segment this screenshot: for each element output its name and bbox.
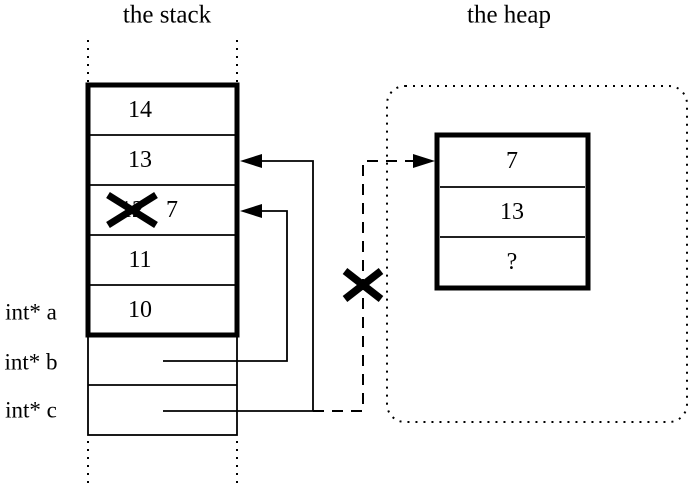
pointer-label-c: int* c — [5, 397, 57, 423]
stack-cell-value-1: 13 — [128, 147, 152, 173]
pointer-b-line — [163, 210, 288, 362]
stack-cell-new-value-2: 7 — [166, 197, 178, 223]
heap-cell-value-0: 7 — [506, 148, 518, 174]
stack-frame-box — [85, 82, 240, 338]
heap-cell-value-2: ? — [506, 249, 518, 275]
pointer-label-a: int* a — [5, 299, 57, 325]
stack-cell-value-3: 11 — [128, 247, 152, 273]
heap-title: the heap — [467, 1, 551, 29]
stack-title: the stack — [122, 1, 212, 29]
dangling-pointer-dashed-line — [313, 160, 414, 412]
dangling-pointer-arrowhead-right-icon — [413, 154, 435, 168]
heap-cell-value-1: 13 — [500, 199, 524, 225]
pointer-c-arrowhead-left-icon — [240, 154, 262, 168]
stack-cell-old-value-2: 12 — [120, 197, 144, 223]
pointer-cells-box — [87, 334, 238, 436]
stack-cell-value-4: 10 — [128, 297, 152, 323]
pointer-b-arrowhead-left-icon — [240, 204, 262, 218]
dangling-pointer-cross-out-x-icon — [342, 268, 384, 302]
pointer-c-line — [163, 160, 314, 412]
stack-cell-value-0: 14 — [128, 97, 152, 123]
pointer-label-b: int* b — [4, 349, 58, 375]
heap-region-dotted-box — [386, 85, 688, 423]
